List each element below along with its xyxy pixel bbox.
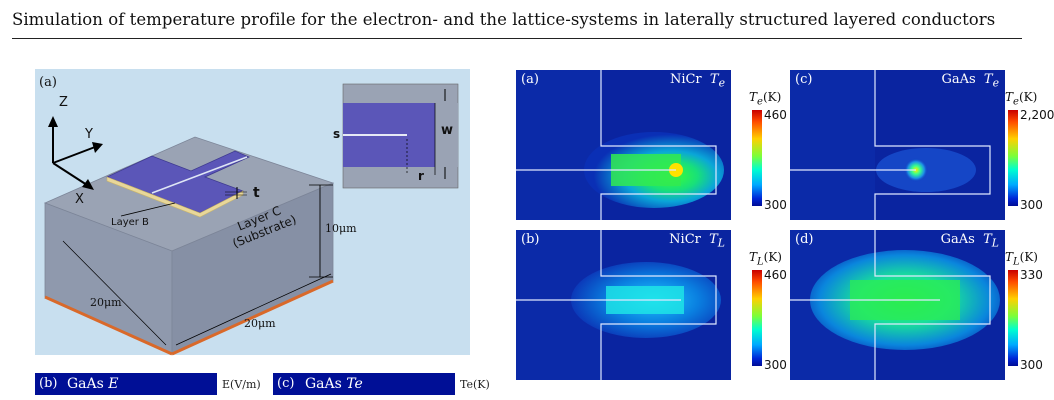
heatmap-panel-d: (d) GaAs TL <box>790 230 1005 380</box>
inset-detail <box>342 83 459 189</box>
unit-rest: (K) <box>1018 90 1038 104</box>
bottom-panel-c-material: GaAs <box>305 376 342 392</box>
x-arrow <box>82 179 94 190</box>
z-arrow <box>48 116 58 127</box>
heatmap-panel-c: (c) GaAs Te <box>790 70 1005 220</box>
colorbar-unit: TL(K) <box>749 250 782 267</box>
bottom-panel-b-material: GaAs <box>67 376 104 392</box>
bottom-panel-c-title: GaAs Te <box>305 376 363 392</box>
heatmap-label: (b) <box>521 232 540 247</box>
heatmap-symbol: TL <box>709 232 725 250</box>
dim-t-label: t <box>253 185 260 201</box>
heatmap-symbol-main: T <box>983 72 993 87</box>
colorbar <box>1008 270 1018 366</box>
unit-symbol: T <box>749 90 758 104</box>
y-axis <box>52 146 96 164</box>
header-rule <box>12 38 1022 39</box>
heatmap-title: NiCr Te <box>670 72 725 90</box>
unit-symbol: T <box>1005 250 1014 264</box>
colorbar <box>752 270 762 366</box>
x-axis <box>52 162 88 186</box>
heatmap-field <box>790 70 1005 220</box>
colorbar-max: 330 <box>1020 268 1043 282</box>
colorbar-unit: Te(K) <box>749 90 781 107</box>
heatmap-symbol: Te <box>709 72 725 90</box>
colorbar-max: 460 <box>764 108 787 122</box>
bottom-panel-c-symbol: Te <box>346 376 363 392</box>
unit-sub: L <box>1013 256 1020 268</box>
dim-width-left-label: 20μm <box>90 296 122 309</box>
colorbar-max: 2,200 <box>1020 108 1054 122</box>
heatmap-symbol-sub: L <box>991 236 999 250</box>
heatmap-title: GaAs TL <box>941 232 999 250</box>
page-header: Simulation of temperature profile for th… <box>0 0 1033 40</box>
colorbar <box>752 110 762 206</box>
heatmap-material: GaAs <box>940 232 975 247</box>
axis-x-label: X <box>75 192 84 207</box>
bottom-panel-c: (c) GaAs Te <box>273 373 455 395</box>
unit-sub: e <box>1013 96 1019 108</box>
heatmap-title: GaAs Te <box>941 72 999 90</box>
inset-s-label: s <box>333 127 341 141</box>
unit-sub: L <box>757 256 764 268</box>
heatmap-panel-b: (b) NiCr TL <box>516 230 731 380</box>
heatmap-panel-a: (a) NiCr Te <box>516 70 731 220</box>
heatmap-field <box>516 230 731 380</box>
unit-rest: (K) <box>1019 250 1038 264</box>
heatmap-symbol: TL <box>983 232 999 250</box>
colorbar-unit: Te(K) <box>1005 90 1037 107</box>
heatmap-label: (d) <box>795 232 814 247</box>
dim-width-right-label: 20μm <box>244 317 276 330</box>
unit-rest: (K) <box>762 90 782 104</box>
dim-height-label: 10μm <box>325 222 357 235</box>
layer-b-label: Layer B <box>111 217 149 228</box>
structure-schematic: (a) Z Y X Layer B Layer C (Substrate) t … <box>35 69 470 356</box>
substrate-edge-left <box>44 295 173 356</box>
heatmap-symbol: Te <box>983 72 999 90</box>
heatmap-label: (c) <box>795 72 813 87</box>
unit-symbol: T <box>1005 90 1014 104</box>
colorbar <box>1008 110 1018 206</box>
bottom-panel-c-unit: Te(K) <box>460 378 490 391</box>
heatmap-field <box>516 70 731 220</box>
axis-z-label: Z <box>59 95 68 110</box>
bottom-panel-b-symbol: E <box>108 376 119 392</box>
heatmap-symbol-sub: L <box>717 236 725 250</box>
bottom-panel-c-label: (c) <box>277 376 295 391</box>
unit-sub: e <box>757 96 763 108</box>
strip-slit <box>151 156 248 194</box>
y-arrow <box>92 142 103 153</box>
unit-rest: (K) <box>763 250 782 264</box>
heatmap-label: (a) <box>521 72 539 87</box>
bottom-panel-b-label: (b) <box>39 376 58 391</box>
colorbar-min: 300 <box>1020 198 1043 212</box>
heatmap-field <box>790 230 1005 380</box>
inset-w-label: w <box>441 123 454 138</box>
colorbar-unit: TL(K) <box>1005 250 1038 267</box>
page-title: Simulation of temperature profile for th… <box>12 10 996 29</box>
heatmap-symbol-main: T <box>709 72 719 87</box>
heatmap-title: NiCr TL <box>669 232 725 250</box>
heatmap-symbol-sub: e <box>992 76 999 90</box>
bottom-panel-b-title: GaAs E <box>67 376 119 392</box>
panel-label-a: (a) <box>39 75 57 90</box>
heatmap-material: GaAs <box>941 72 976 87</box>
heatmap-symbol-main: T <box>983 232 992 247</box>
substrate-edge-right <box>171 279 334 356</box>
heatmap-symbol-sub: e <box>718 76 725 90</box>
colorbar-min: 300 <box>1020 358 1043 372</box>
heatmap-material: NiCr <box>669 72 702 87</box>
inset-r-label: r <box>418 169 424 183</box>
structure-drawing <box>43 83 459 356</box>
heatmap-material: NiCr <box>669 232 701 247</box>
heatmap-symbol-main: T <box>709 232 718 247</box>
colorbar-min: 300 <box>764 358 787 372</box>
bottom-panel-b: (b) GaAs E <box>35 373 217 395</box>
colorbar-min: 300 <box>764 198 787 212</box>
axis-y-label: Y <box>85 127 93 142</box>
unit-symbol: T <box>749 250 758 264</box>
colorbar-max: 460 <box>764 268 787 282</box>
bottom-panel-b-unit: E(V/m) <box>222 378 261 391</box>
